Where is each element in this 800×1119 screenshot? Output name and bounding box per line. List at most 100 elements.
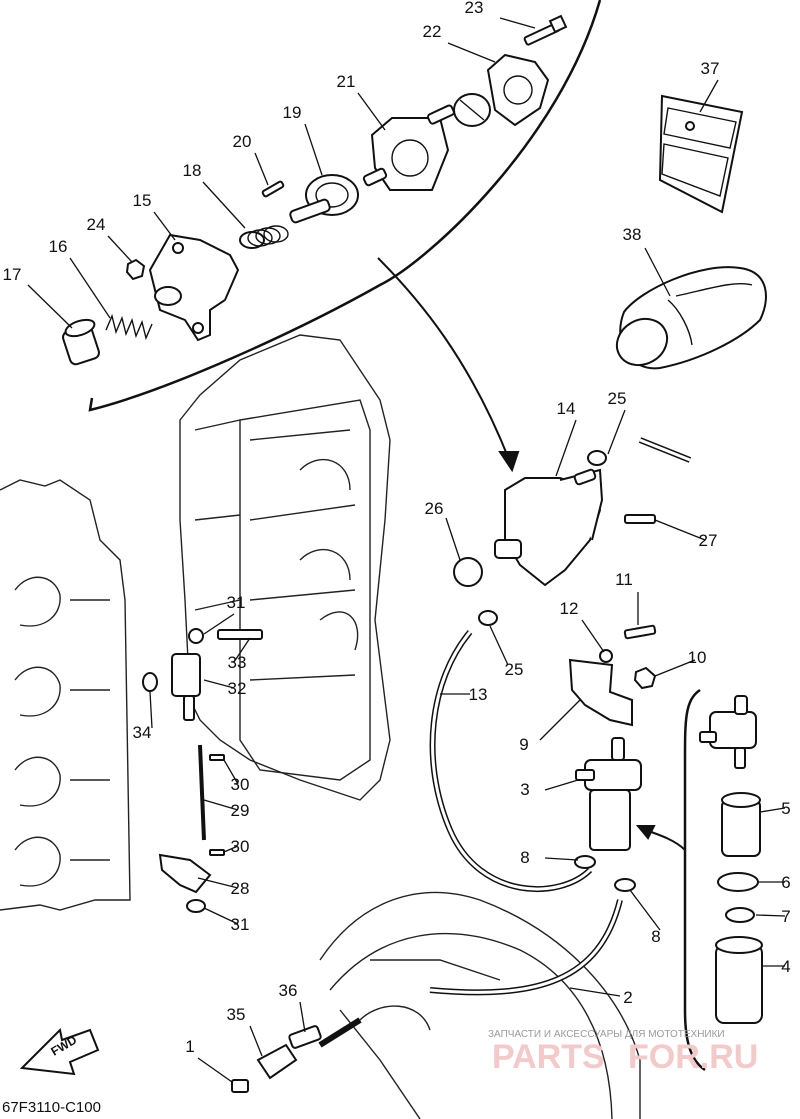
callout-number: 38: [623, 225, 642, 244]
callout-layer: 1234567889101112131415161718192021222324…: [3, 0, 791, 1083]
detail-arrow: [377, 257, 511, 463]
callout-number: 34: [133, 723, 152, 742]
callout-leader: [203, 799, 239, 811]
callout-leader: [539, 699, 581, 741]
callout-leader: [203, 613, 235, 635]
callout-leader: [223, 845, 239, 853]
callout-leader: [203, 907, 239, 925]
callout-number: 1: [185, 1037, 194, 1056]
inset-parts: [62, 14, 568, 366]
callout-number: 20: [233, 132, 252, 151]
callout-number: 36: [279, 981, 298, 1000]
callout-leader: [644, 247, 671, 297]
callout-leader: [197, 877, 239, 889]
fuel-hose-2: [429, 899, 623, 996]
callout-leader: [69, 257, 111, 319]
callout-leader: [499, 17, 536, 29]
callout-leader: [149, 691, 153, 729]
callout-number: 33: [228, 653, 247, 672]
filter-detail-bracket: [683, 688, 706, 1072]
callout-number: 3: [520, 780, 529, 799]
callout-leader: [447, 42, 496, 63]
callout-number: 25: [505, 660, 524, 679]
callout-leader: [27, 284, 73, 329]
callout-number: 21: [337, 72, 356, 91]
callout-number: 14: [557, 399, 576, 418]
callout-number: 11: [615, 570, 633, 589]
callout-leader: [223, 759, 239, 785]
pump-detail-inset-frame: [88, 0, 602, 412]
callout-number: 23: [465, 0, 484, 17]
watermark-brand-left: PARTS: [492, 1038, 605, 1076]
cylinder-head-outline: [0, 479, 131, 911]
callout-number: 9: [519, 735, 528, 754]
watermark-brand-right: FOR.RU: [628, 1038, 758, 1076]
callout-number: 2: [623, 988, 632, 1007]
callout-leader: [581, 619, 605, 653]
callout-leader: [304, 123, 323, 176]
callout-leader: [249, 1025, 263, 1057]
callout-leader: [629, 889, 661, 931]
bracket-9: [568, 658, 633, 727]
callout-number: 5: [781, 799, 790, 818]
callout-number: 12: [560, 599, 579, 618]
callout-leader: [544, 857, 579, 861]
callout-leader: [299, 1001, 306, 1033]
callout-number: 29: [231, 801, 250, 820]
callout-leader: [555, 419, 577, 477]
callout-leader: [107, 235, 133, 263]
callout-number: 35: [227, 1005, 246, 1024]
callout-number: 18: [183, 161, 202, 180]
fuel-pump: [494, 468, 604, 587]
callout-number: 4: [781, 957, 790, 976]
callout-leader: [569, 987, 621, 997]
callout-number: 15: [133, 191, 152, 210]
callout-leader: [233, 637, 251, 663]
callout-number: 37: [701, 59, 720, 78]
hose-sleeve: [615, 266, 767, 370]
callout-number: 28: [231, 879, 250, 898]
callout-leader: [254, 152, 269, 186]
callout-leader: [357, 92, 386, 131]
callout-number: 8: [520, 848, 529, 867]
fuel-filter: [575, 737, 642, 851]
bottom-cowling-outline: [319, 891, 641, 1119]
callout-leader: [759, 807, 786, 813]
fwd-arrow: FWD: [19, 1027, 100, 1076]
caution-decal: [658, 94, 744, 214]
callout-leader: [755, 914, 786, 917]
callout-number: 25: [608, 389, 627, 408]
callout-number: 31: [231, 915, 250, 934]
callout-number: 30: [231, 837, 250, 856]
filter-parts-exploded: [699, 695, 763, 1024]
callout-leader: [607, 409, 626, 455]
callout-leader: [699, 79, 719, 113]
callout-number: 24: [87, 215, 106, 234]
callout-leader: [202, 181, 246, 229]
callout-leader: [654, 519, 706, 541]
engine-block-outline: [179, 334, 391, 801]
watermark-tagline: ЗАПЧАСТИ И АКСЕССУАРЫ ДЛЯ МОТОТЕХНИКИ: [488, 1029, 725, 1040]
callout-number: 8: [651, 927, 660, 946]
callout-leader: [489, 625, 509, 666]
diagram-code: 67F3110-C100: [2, 1099, 101, 1116]
callout-number: 13: [469, 685, 488, 704]
callout-number: 17: [3, 265, 22, 284]
callout-number: 26: [425, 499, 444, 518]
small-fittings: [142, 450, 657, 1093]
callout-number: 10: [688, 648, 707, 667]
callout-number: 7: [781, 907, 790, 926]
callout-number: 31: [227, 593, 246, 612]
callout-number: 22: [423, 22, 442, 41]
callout-number: 19: [283, 103, 302, 122]
callout-number: 6: [781, 873, 790, 892]
callout-leader: [203, 679, 235, 689]
callout-leader: [654, 659, 696, 677]
callout-leader: [544, 779, 579, 791]
watermark: ЗАПЧАСТИ И АКСЕССУАРЫ ДЛЯ МОТОТЕХНИКИ PA…: [488, 1029, 758, 1076]
callout-leader: [197, 1057, 233, 1083]
callout-number: 27: [699, 531, 718, 550]
callout-number: 32: [228, 679, 247, 698]
callout-number: 16: [49, 237, 68, 256]
